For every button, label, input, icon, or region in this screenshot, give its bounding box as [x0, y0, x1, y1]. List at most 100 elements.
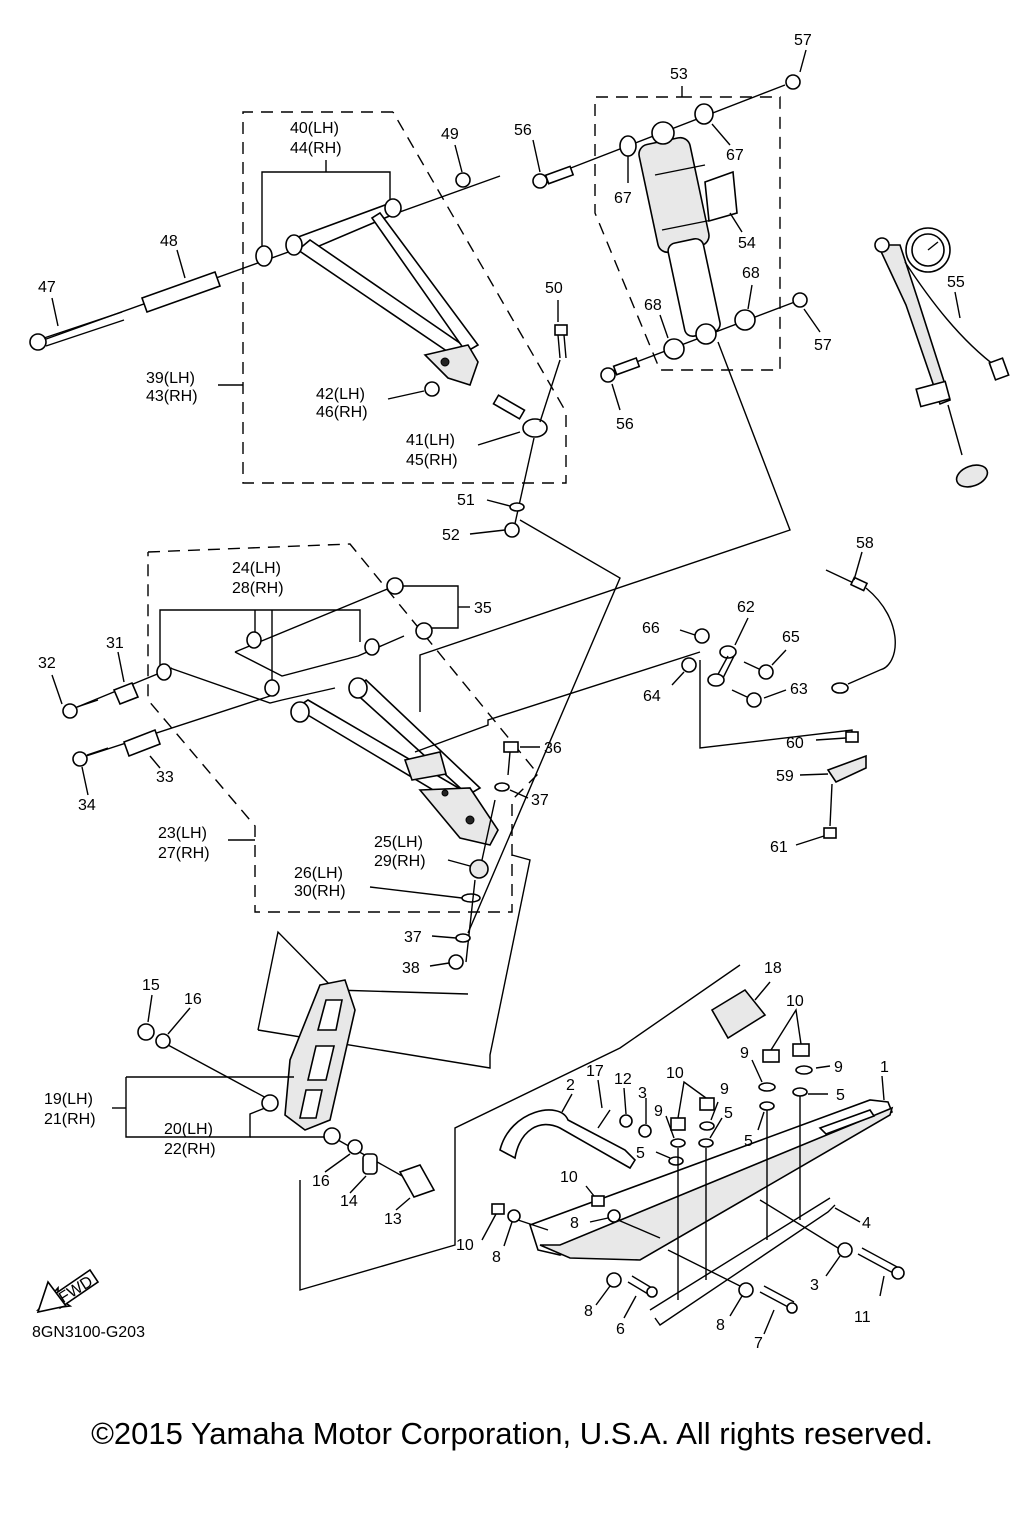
- callout-7: 7: [754, 1335, 763, 1352]
- callout-30-rh: 30(RH): [294, 883, 346, 900]
- bolt-7: [759, 1285, 798, 1314]
- callout-61: 61: [770, 839, 788, 856]
- callout-50: 50: [545, 280, 563, 297]
- washer-37-lower: [455, 933, 471, 943]
- callout-32: 32: [38, 655, 56, 672]
- callout-57-lower: 57: [814, 337, 832, 354]
- callout-5-center: 5: [744, 1133, 753, 1150]
- bushing-3-upper: [638, 1124, 652, 1138]
- callout-13: 13: [384, 1211, 402, 1228]
- bushing-68-right: [734, 309, 756, 331]
- bushing-14: [362, 1153, 378, 1175]
- callout-10-mid: 10: [666, 1065, 684, 1082]
- callout-10-right: 10: [786, 993, 804, 1010]
- callout-68-right: 68: [742, 265, 760, 282]
- callout-12: 12: [614, 1071, 632, 1088]
- nut-12: [619, 1114, 633, 1128]
- callout-9-left: 9: [740, 1045, 749, 1062]
- bushing-20: [261, 1094, 279, 1112]
- upper-a-arm-group: [29, 111, 621, 934]
- ski-group: [481, 981, 905, 1335]
- callout-15: 15: [142, 977, 160, 994]
- callout-2: 2: [566, 1077, 575, 1094]
- bushing-40-right: [384, 198, 402, 218]
- washer-8a: [607, 1209, 621, 1223]
- collar-35-upper: [386, 577, 404, 595]
- callout-41-lh: 41(LH): [406, 432, 455, 449]
- bolt-56-lower: [600, 357, 641, 383]
- nut-10-d: [792, 1043, 810, 1057]
- stabilizer-link-62: [707, 645, 737, 687]
- collar-49: [455, 172, 471, 188]
- callout-9-mid-left: 9: [654, 1103, 663, 1120]
- callout-58: 58: [856, 535, 874, 552]
- callout-3-upper: 3: [638, 1085, 647, 1102]
- bolt-50: [554, 324, 568, 359]
- callout-3-lower: 3: [810, 1277, 819, 1294]
- washer-16-upper: [155, 1033, 171, 1049]
- bushing-24-b: [364, 638, 380, 656]
- callout-43-rh: 43(RH): [146, 388, 198, 405]
- nut-42: [424, 381, 440, 397]
- callout-27-rh: 27(RH): [158, 845, 210, 862]
- callout-14: 14: [340, 1193, 358, 1210]
- bushing-15: [137, 1023, 155, 1041]
- callout-11: 11: [854, 1309, 871, 1326]
- callout-17: 17: [586, 1063, 604, 1080]
- callout-46-rh: 46(RH): [316, 404, 368, 421]
- callout-48: 48: [160, 233, 178, 250]
- callout-35: 35: [474, 600, 492, 617]
- washer-9b: [699, 1121, 715, 1131]
- callout-18: 18: [764, 960, 782, 977]
- callout-40-lh: 40(LH): [290, 120, 339, 137]
- bolt-65: [743, 661, 774, 680]
- callout-5-left: 5: [636, 1145, 645, 1162]
- callout-9-mid-right: 9: [720, 1081, 729, 1098]
- bolt-61: [823, 827, 837, 839]
- nut-10-e: [591, 1195, 605, 1207]
- callout-31: 31: [106, 635, 124, 652]
- bushing-67-right: [694, 103, 714, 125]
- stabilizer-link-group: [414, 551, 896, 846]
- washer-9d: [795, 1065, 813, 1075]
- collar-35-lower: [415, 622, 433, 640]
- washer-5b: [668, 1156, 684, 1166]
- callout-47: 47: [38, 279, 56, 296]
- nut-10-c: [762, 1049, 780, 1063]
- bolt-6: [627, 1275, 658, 1298]
- washer-51: [509, 502, 525, 512]
- nut-52: [504, 522, 520, 538]
- nut-66: [694, 628, 710, 644]
- callout-24-lh: 24(LH): [232, 560, 281, 577]
- callout-67-left: 67: [614, 190, 632, 207]
- callout-55: 55: [947, 274, 965, 291]
- ski-spindle: [284, 979, 356, 1131]
- lower-a-arm: [290, 677, 499, 846]
- bushing-24-a: [246, 631, 262, 649]
- ski-handle-2: [499, 1109, 637, 1170]
- callout-22-rh: 22(RH): [164, 1141, 216, 1158]
- callout-36: 36: [544, 740, 562, 757]
- callout-42-lh: 42(LH): [316, 386, 365, 403]
- callout-8-bottom-right: 8: [716, 1317, 725, 1334]
- callout-5-mid: 5: [724, 1105, 733, 1122]
- callout-53: 53: [670, 66, 688, 83]
- shock-pump-gauge: [874, 227, 1010, 488]
- callout-29-rh: 29(RH): [374, 853, 426, 870]
- washer-5d: [792, 1087, 808, 1097]
- nut-64: [681, 657, 697, 673]
- washer-9a: [670, 1138, 686, 1148]
- callout-4: 4: [862, 1215, 871, 1232]
- bolt-47: [29, 311, 125, 351]
- washer-8c: [606, 1272, 622, 1288]
- bushing-67-left: [619, 135, 637, 157]
- bolt-56-upper: [532, 165, 575, 189]
- bushing-3-lower: [837, 1242, 853, 1258]
- nut-10-f: [491, 1203, 505, 1215]
- rear-shock-absorber: [638, 121, 721, 345]
- washer-8b: [507, 1209, 521, 1223]
- callout-28-rh: 28(RH): [232, 580, 284, 597]
- callout-1: 1: [880, 1059, 889, 1076]
- callout-8-left: 8: [492, 1249, 501, 1266]
- callout-54: 54: [738, 235, 756, 252]
